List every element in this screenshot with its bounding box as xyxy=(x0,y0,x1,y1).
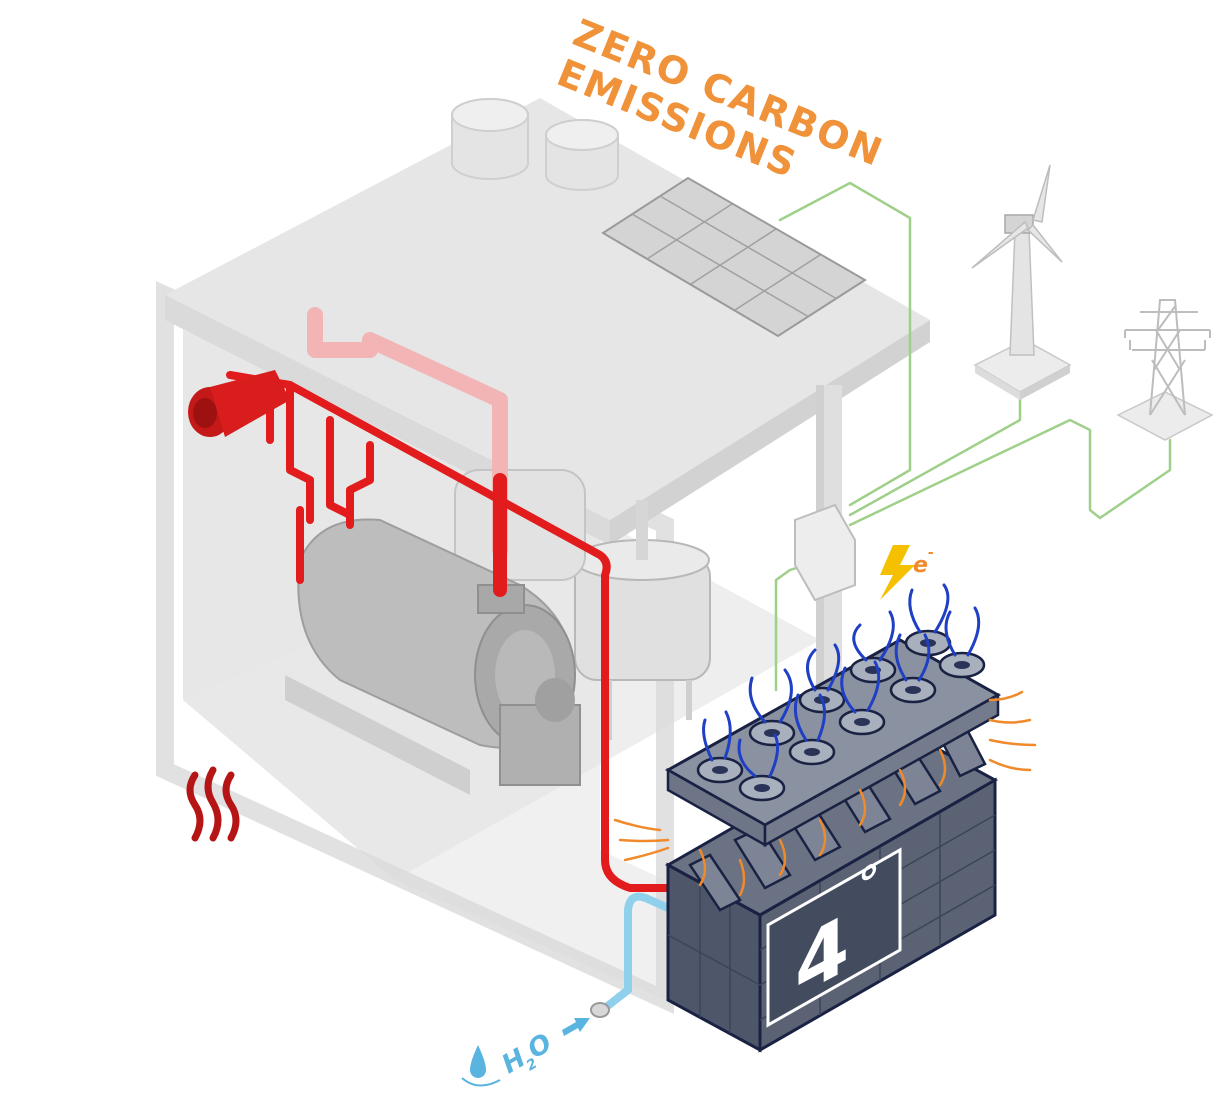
electricity-symbol: e xyxy=(913,553,928,578)
cold-air-flow xyxy=(702,583,981,778)
hot-water-pipe xyxy=(226,371,672,892)
water-label: H 2 O xyxy=(497,1028,557,1080)
boiler xyxy=(285,518,581,795)
water-inlet-valve xyxy=(590,1002,610,1018)
heat-pump-unit: 4 ° xyxy=(613,583,1037,1053)
heating-element xyxy=(188,370,290,437)
solar-panel-icon xyxy=(601,176,867,338)
electricity-label: e - xyxy=(913,545,934,578)
junction-box xyxy=(794,503,856,602)
lightning-bolt-icon xyxy=(880,545,915,600)
roof-tank-right xyxy=(545,119,619,191)
wind-turbine-icon xyxy=(971,164,1072,400)
electricity-superscript: - xyxy=(928,545,934,561)
power-pylon-icon xyxy=(1116,299,1214,441)
cold-water-pipe xyxy=(601,892,672,1012)
heat-waves-icon xyxy=(186,766,240,842)
warm-air-flow xyxy=(613,690,1037,897)
roof-tank-left xyxy=(451,98,529,180)
water-drop-icon xyxy=(461,1045,501,1087)
water-flow-arrow xyxy=(562,1018,590,1036)
unit-logo-degree: ° xyxy=(858,852,880,915)
faded-pipe xyxy=(307,307,508,558)
